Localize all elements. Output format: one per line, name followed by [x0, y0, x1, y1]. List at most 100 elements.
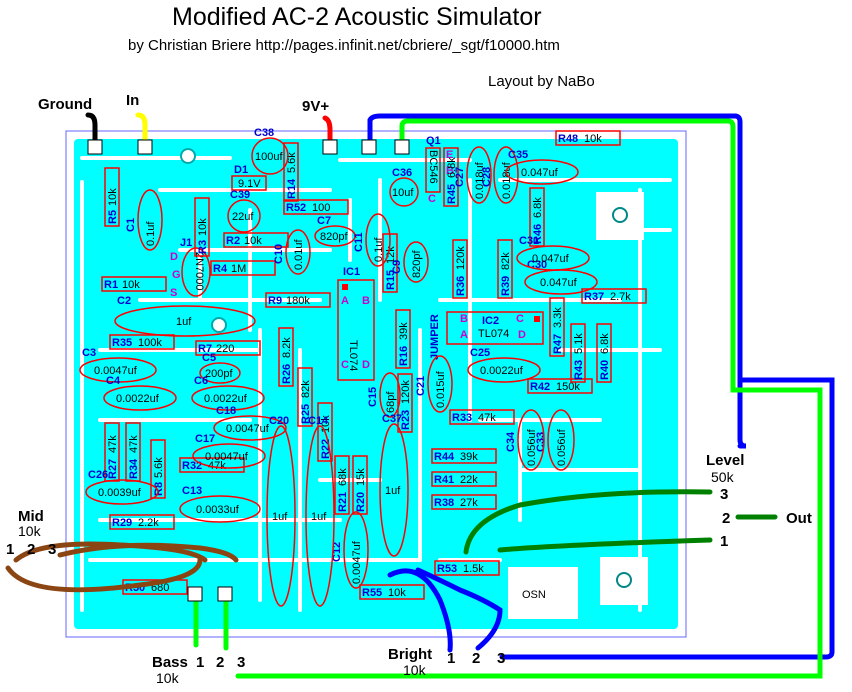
- ic2-ref: IC2: [482, 315, 499, 327]
- svg-text:C2: C2: [117, 295, 131, 307]
- svg-text:R2: R2: [226, 235, 240, 247]
- svg-text:A: A: [341, 295, 349, 307]
- board-outline: [65, 130, 687, 638]
- svg-text:C18: C18: [216, 405, 236, 417]
- svg-text:10k: 10k: [584, 133, 602, 145]
- svg-text:R14: R14: [286, 178, 298, 199]
- mid-pin3: 3: [48, 541, 57, 558]
- svg-text:R25: R25: [300, 404, 312, 424]
- ground-label: Ground: [38, 96, 93, 113]
- svg-text:6.8k: 6.8k: [532, 197, 544, 218]
- page-subtitle: by Christian Briere http://pages.infinit…: [128, 37, 560, 54]
- svg-text:3.3k: 3.3k: [552, 307, 564, 328]
- mid-pin1: 1: [6, 541, 15, 558]
- svg-text:6.8k: 6.8k: [599, 333, 611, 354]
- wire-level-2: [497, 537, 713, 553]
- svg-text:6.8k: 6.8k: [446, 157, 458, 178]
- capacitor-c14: C14 1uf: [305, 415, 335, 607]
- svg-text:120k: 120k: [455, 246, 467, 270]
- svg-text:R34: R34: [128, 458, 140, 479]
- svg-text:180k: 180k: [286, 295, 310, 307]
- svg-text:0.056uf: 0.056uf: [556, 428, 568, 466]
- svg-text:1uf: 1uf: [176, 316, 192, 328]
- svg-text:82k: 82k: [500, 252, 512, 270]
- j1-fet: J1 2N7000 D G S: [170, 237, 211, 299]
- svg-text:B: B: [460, 313, 468, 325]
- wire-level-3: [367, 113, 747, 449]
- svg-text:R43: R43: [573, 360, 585, 380]
- svg-text:C35: C35: [508, 149, 528, 161]
- svg-text:0.0039uf: 0.0039uf: [98, 487, 142, 499]
- svg-text:D: D: [170, 251, 178, 263]
- ic1-ref: IC1: [343, 266, 360, 278]
- svg-text:D: D: [518, 329, 526, 341]
- svg-text:R35: R35: [112, 337, 132, 349]
- svg-text:C21: C21: [415, 376, 427, 396]
- wires: [5, 112, 835, 679]
- svg-text:0.0022uf: 0.0022uf: [204, 393, 248, 405]
- svg-text:C5: C5: [202, 352, 216, 364]
- svg-text:C3: C3: [82, 347, 96, 359]
- svg-text:C27: C27: [454, 167, 466, 187]
- svg-text:R26: R26: [281, 364, 293, 384]
- bass-pot-value: 10k: [156, 670, 179, 686]
- level-pin3: 3: [720, 486, 729, 503]
- svg-text:R45: R45: [446, 184, 458, 204]
- resistor-r8: R85.6k: [150, 439, 166, 499]
- svg-text:1M: 1M: [231, 263, 246, 275]
- svg-text:J1: J1: [180, 237, 192, 249]
- svg-text:1uf: 1uf: [311, 511, 327, 523]
- svg-text:R29: R29: [112, 517, 132, 529]
- svg-text:9.1V: 9.1V: [238, 178, 261, 190]
- svg-text:C26: C26: [88, 469, 108, 481]
- svg-text:R3: R3: [197, 240, 209, 254]
- bright-pin3: 3: [497, 650, 506, 667]
- svg-text:R46: R46: [532, 224, 544, 244]
- svg-text:R42: R42: [530, 381, 550, 393]
- svg-text:39k: 39k: [398, 322, 410, 340]
- svg-text:R52: R52: [286, 202, 306, 214]
- svg-text:10uf: 10uf: [392, 187, 414, 199]
- svg-text:C14: C14: [308, 415, 329, 427]
- svg-text:150k: 150k: [556, 381, 580, 393]
- wire-level-1: [463, 489, 713, 555]
- level-pot-value: 50k: [711, 469, 734, 485]
- wire-green-long: [235, 118, 823, 679]
- svg-text:E: E: [446, 149, 453, 161]
- svg-text:0.1uf: 0.1uf: [373, 237, 385, 262]
- q1-transistor: Q1 BC546 E B C: [425, 135, 454, 205]
- level-pin2: 2: [722, 510, 731, 527]
- svg-text:R41: R41: [434, 474, 454, 486]
- svg-text:47k: 47k: [107, 435, 119, 453]
- bright-pot-value: 10k: [403, 662, 426, 678]
- svg-text:A: A: [460, 329, 468, 341]
- wire-in: [135, 112, 148, 153]
- svg-text:39k: 39k: [460, 451, 478, 463]
- svg-text:R8: R8: [153, 482, 165, 496]
- svg-text:R48: R48: [558, 133, 578, 145]
- svg-text:C17: C17: [195, 433, 215, 445]
